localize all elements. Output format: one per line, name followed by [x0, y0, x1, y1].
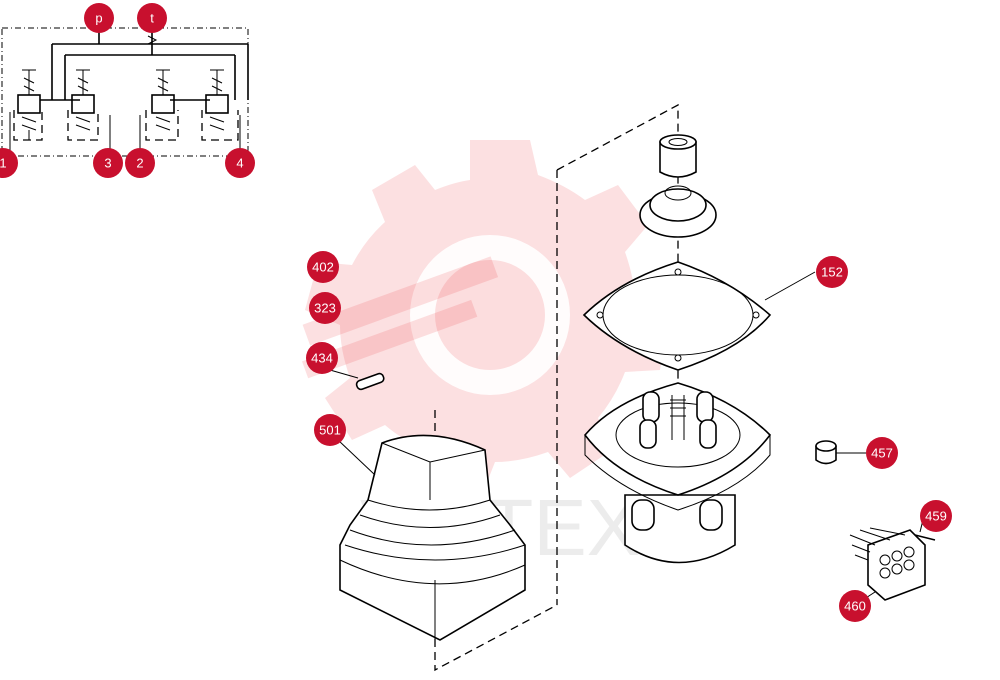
callout-434-label: 434	[311, 351, 333, 366]
callout-402-label: 402	[312, 260, 334, 275]
callout-459-label: 459	[925, 509, 947, 524]
valve-body	[583, 382, 772, 564]
pin	[355, 372, 385, 391]
watermark-logo: VITTEX	[302, 140, 668, 572]
callout-323[interactable]: 323	[309, 292, 341, 324]
rubber-boot	[339, 434, 526, 641]
callout-460-label: 460	[844, 599, 866, 614]
valve-2	[139, 69, 179, 155]
seal-seat	[639, 185, 717, 238]
flange-plate	[582, 261, 772, 371]
callout-402[interactable]: 402	[307, 251, 339, 283]
valve-4	[201, 69, 239, 141]
top-nut	[659, 134, 697, 178]
port-1-marker[interactable]: 1	[0, 148, 18, 178]
hydraulic-schematic	[1, 20, 249, 157]
port-1-label: 1	[0, 156, 7, 171]
callout-459[interactable]: 459	[920, 500, 952, 532]
port-p-marker[interactable]: p	[84, 3, 114, 33]
callout-501[interactable]: 501	[314, 414, 346, 446]
valve-1	[13, 69, 43, 141]
leader-501	[337, 439, 376, 476]
port-t-label: t	[150, 11, 154, 26]
callout-457[interactable]: 457	[866, 437, 898, 469]
port-2-label: 2	[136, 156, 143, 171]
callout-501-label: 501	[319, 423, 341, 438]
callout-434[interactable]: 434	[306, 342, 338, 374]
callout-457-label: 457	[871, 446, 893, 461]
port-2-marker[interactable]: 2	[125, 148, 155, 178]
port-4-marker[interactable]: 4	[225, 148, 255, 178]
callout-460[interactable]: 460	[839, 590, 871, 622]
port-3-label: 3	[104, 156, 111, 171]
assembly-line-right	[556, 103, 679, 605]
plug	[815, 440, 837, 465]
connector	[849, 527, 926, 601]
callout-152-label: 152	[821, 265, 843, 280]
callout-152[interactable]: 152	[816, 256, 848, 288]
leader-152	[764, 271, 816, 301]
port-4-label: 4	[236, 156, 243, 171]
valve-3	[67, 69, 111, 155]
contact-pin	[914, 534, 936, 541]
port-t-marker[interactable]: t	[137, 3, 167, 33]
port-p-label: p	[95, 11, 102, 26]
callout-323-label: 323	[314, 301, 336, 316]
port-3-marker[interactable]: 3	[93, 148, 123, 178]
leader-434	[329, 369, 359, 379]
